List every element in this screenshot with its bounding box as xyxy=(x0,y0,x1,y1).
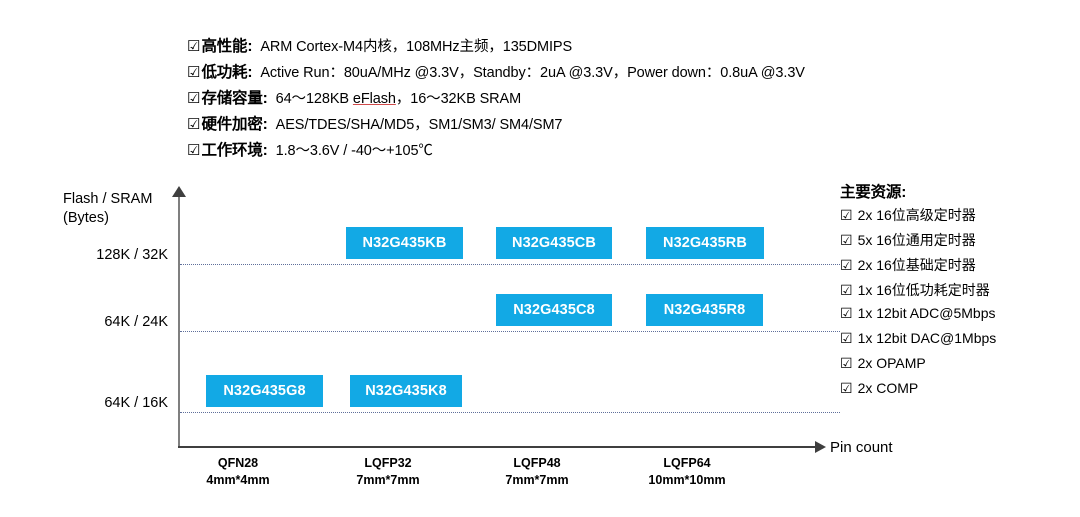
feature-label: 高性能: xyxy=(201,38,253,55)
resource-item: ☑1x 12bit DAC@1Mbps xyxy=(840,330,1070,355)
feature-value-post: ，16～32KB SRAM xyxy=(395,91,522,107)
part-box-n32g435c8[interactable]: N32G435C8 xyxy=(496,294,612,326)
x-axis-title: Pin count xyxy=(830,439,893,456)
x-axis-tick-package: QFN28 xyxy=(217,456,259,470)
x-axis-tick-size: 4mm*4mm xyxy=(206,473,270,487)
feature-item-memory: ☑ 存储容量: 64～128KB eFlash，16～32KB SRAM xyxy=(187,86,1047,112)
checkbox-checked-icon: ☑ xyxy=(187,142,201,159)
checkbox-checked-icon: ☑ xyxy=(840,232,853,248)
resource-item: ☑2x COMP xyxy=(840,380,1070,405)
part-box-n32g435k8[interactable]: N32G435K8 xyxy=(350,375,462,407)
feature-value-underlined: eFlash xyxy=(352,91,396,107)
part-box-n32g435rb[interactable]: N32G435RB xyxy=(646,227,764,259)
gridline xyxy=(180,264,840,265)
resource-item: ☑2x 16位基础定时器 xyxy=(840,255,1070,280)
resource-item-label: 5x 16位通用定时器 xyxy=(857,232,976,248)
feature-value-pre: 64～128KB xyxy=(275,91,353,107)
x-axis-tick-size: 7mm*7mm xyxy=(505,473,569,487)
resource-item-label: 2x COMP xyxy=(857,380,919,396)
resource-item: ☑2x OPAMP xyxy=(840,355,1070,380)
feature-label: 存储容量: xyxy=(201,90,268,107)
gridline xyxy=(180,331,840,332)
x-axis-line xyxy=(178,446,817,448)
feature-item-environment: ☑ 工作环境: 1.8～3.6V / -40～+105℃ xyxy=(187,138,1047,164)
feature-value: Active Run：80uA/MHz @3.3V，Standby：2uA @3… xyxy=(260,65,805,81)
x-axis-tick-package: LQFP64 xyxy=(663,456,711,470)
x-axis-tick-size: 7mm*7mm xyxy=(356,473,420,487)
feature-item-power: ☑ 低功耗: Active Run：80uA/MHz @3.3V，Standby… xyxy=(187,60,1047,86)
checkbox-checked-icon: ☑ xyxy=(840,282,853,298)
resource-item: ☑5x 16位通用定时器 xyxy=(840,230,1070,255)
checkbox-checked-icon: ☑ xyxy=(840,330,853,346)
resources-title: 主要资源: xyxy=(840,184,907,201)
resource-item-label: 2x OPAMP xyxy=(857,355,926,371)
x-axis-tick-package: LQFP32 xyxy=(364,456,412,470)
resources-list: ☑2x 16位高级定时器☑5x 16位通用定时器☑2x 16位基础定时器☑1x … xyxy=(840,205,1070,405)
checkbox-checked-icon: ☑ xyxy=(840,380,853,396)
feature-item-crypto: ☑ 硬件加密: AES/TDES/SHA/MD5，SM1/SM3/ SM4/SM… xyxy=(187,112,1047,138)
resource-item: ☑2x 16位高级定时器 xyxy=(840,205,1070,230)
checkbox-checked-icon: ☑ xyxy=(187,90,201,107)
feature-label: 低功耗: xyxy=(201,64,253,81)
resource-item-label: 1x 16位低功耗定时器 xyxy=(857,282,990,298)
checkbox-checked-icon: ☑ xyxy=(187,116,201,133)
y-axis-tick-label: 64K / 24K xyxy=(104,314,168,330)
part-box-n32g435kb[interactable]: N32G435KB xyxy=(346,227,463,259)
resource-item: ☑1x 16位低功耗定时器 xyxy=(840,280,1070,305)
resources-panel: 主要资源: ☑2x 16位高级定时器☑5x 16位通用定时器☑2x 16位基础定… xyxy=(840,180,1070,405)
part-box-n32g435cb[interactable]: N32G435CB xyxy=(496,227,612,259)
y-axis-title-line1: Flash / SRAM xyxy=(63,191,153,207)
x-axis-tick-group: LQFP64 10mm*10mm xyxy=(612,455,762,489)
feature-value: ARM Cortex-M4内核，108MHz主频，135DMIPS xyxy=(260,39,573,55)
x-axis-tick-group: LQFP32 7mm*7mm xyxy=(313,455,463,489)
part-box-n32g435r8[interactable]: N32G435R8 xyxy=(646,294,763,326)
part-box-n32g435g8[interactable]: N32G435G8 xyxy=(206,375,323,407)
resource-item: ☑1x 12bit ADC@5Mbps xyxy=(840,305,1070,330)
y-axis-line xyxy=(178,196,180,448)
feature-label: 硬件加密: xyxy=(201,116,268,133)
x-axis-tick-package: LQFP48 xyxy=(513,456,561,470)
resource-item-label: 2x 16位基础定时器 xyxy=(857,257,976,273)
resource-item-label: 1x 12bit DAC@1Mbps xyxy=(857,330,997,346)
checkbox-checked-icon: ☑ xyxy=(187,64,201,81)
feature-label: 工作环境: xyxy=(201,142,268,159)
y-axis-tick-label: 128K / 32K xyxy=(96,247,168,263)
checkbox-checked-icon: ☑ xyxy=(840,207,853,223)
x-axis-tick-size: 10mm*10mm xyxy=(648,473,726,487)
resource-item-label: 1x 12bit ADC@5Mbps xyxy=(857,305,996,321)
checkbox-checked-icon: ☑ xyxy=(840,305,853,321)
checkbox-checked-icon: ☑ xyxy=(840,355,853,371)
x-axis-arrow-icon xyxy=(815,441,826,453)
checkbox-checked-icon: ☑ xyxy=(840,257,853,273)
y-axis-tick-label: 64K / 16K xyxy=(104,395,168,411)
y-axis-arrow-icon xyxy=(172,186,186,197)
gridline xyxy=(180,412,840,413)
feature-value: 64～128KB eFlash，16～32KB SRAM xyxy=(268,87,522,108)
y-axis-title: Flash / SRAM (Bytes) xyxy=(63,190,152,228)
y-axis-title-line2: (Bytes) xyxy=(63,210,109,226)
x-axis-tick-group: QFN28 4mm*4mm xyxy=(163,455,313,489)
feature-item-performance: ☑ 高性能: ARM Cortex-M4内核，108MHz主频，135DMIPS xyxy=(187,34,1047,60)
feature-value: AES/TDES/SHA/MD5，SM1/SM3/ SM4/SM7 xyxy=(275,117,563,133)
feature-value: 1.8～3.6V / -40～+105℃ xyxy=(275,143,433,159)
x-axis-tick-group: LQFP48 7mm*7mm xyxy=(462,455,612,489)
resource-item-label: 2x 16位高级定时器 xyxy=(857,207,976,223)
checkbox-checked-icon: ☑ xyxy=(187,38,201,55)
feature-list: ☑ 高性能: ARM Cortex-M4内核，108MHz主频，135DMIPS… xyxy=(187,34,1047,164)
